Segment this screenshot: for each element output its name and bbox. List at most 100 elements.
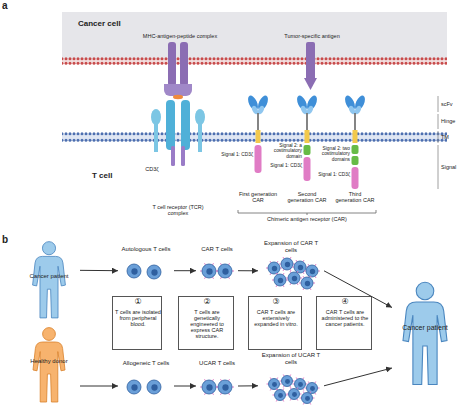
person-head bbox=[42, 242, 55, 255]
car-generation: Second generation CAR bbox=[287, 191, 327, 203]
cell-body bbox=[218, 380, 232, 394]
cell-nucleus bbox=[222, 384, 228, 390]
cell-body bbox=[202, 380, 216, 394]
cell-nucleus bbox=[305, 396, 310, 401]
t-cell bbox=[300, 392, 315, 405]
donor-figure: Healthy donor bbox=[18, 326, 80, 406]
t-cell bbox=[273, 389, 288, 402]
hinge bbox=[306, 113, 308, 131]
t-cell bbox=[200, 263, 218, 279]
tcr-chain bbox=[181, 100, 190, 150]
node-label: Cancer patient bbox=[392, 324, 458, 332]
t-cell bbox=[266, 261, 282, 275]
signal-name: Signal 1: CD3ζ bbox=[313, 172, 350, 177]
cell-body bbox=[274, 274, 286, 286]
cell-body bbox=[147, 265, 161, 279]
step-text: CAR T cells are extensively expanded in … bbox=[251, 309, 301, 327]
cd3-subunit bbox=[195, 109, 205, 125]
t-cell bbox=[127, 264, 141, 278]
tumor-antigen bbox=[306, 42, 315, 80]
antigen-peptide bbox=[173, 95, 183, 99]
cell-nucleus bbox=[222, 268, 228, 274]
cell-nucleus bbox=[285, 379, 290, 384]
cell-nucleus bbox=[278, 278, 283, 283]
cell-body bbox=[127, 264, 141, 278]
cancer-membrane bbox=[62, 57, 447, 65]
mhc-chain bbox=[180, 42, 188, 86]
cell-nucleus bbox=[305, 281, 310, 286]
t-cell bbox=[286, 271, 302, 285]
mhc-groove bbox=[164, 84, 192, 96]
region-bracket bbox=[438, 96, 439, 112]
cd3-subunit bbox=[198, 124, 202, 152]
car-generation: First generation CAR bbox=[238, 191, 278, 203]
cell-body bbox=[289, 389, 300, 400]
tumor-antigen-tip bbox=[304, 78, 317, 90]
signal-name: Signal 2: a costimulatory domain bbox=[265, 143, 302, 159]
flow-arrow bbox=[324, 368, 392, 386]
hinge bbox=[354, 113, 356, 131]
tcr-chain bbox=[166, 100, 175, 150]
cell-body bbox=[275, 390, 286, 401]
step-text: T cells are isolated from peripheral blo… bbox=[115, 309, 161, 327]
mhc-chain bbox=[168, 42, 176, 86]
flow-arrow bbox=[80, 270, 118, 271]
cell-body bbox=[306, 265, 318, 277]
cell-group: Autologous T cells bbox=[118, 246, 174, 284]
person-silhouette bbox=[18, 240, 80, 322]
cell-name: T cell bbox=[92, 172, 132, 181]
step-number: ③ bbox=[249, 298, 303, 307]
person-body bbox=[33, 342, 65, 402]
hinge bbox=[257, 113, 259, 131]
cd3-zeta-domain bbox=[352, 167, 359, 189]
region-name: Hinge bbox=[441, 118, 474, 124]
person-head bbox=[43, 328, 56, 341]
cell-body bbox=[218, 264, 232, 278]
person-silhouette bbox=[392, 280, 458, 390]
cell-nucleus bbox=[298, 265, 303, 270]
cell-body bbox=[269, 379, 280, 390]
person-head bbox=[416, 282, 434, 300]
node-label: CAR T cells bbox=[196, 246, 238, 253]
cell-body bbox=[127, 380, 141, 394]
cell-nucleus bbox=[151, 269, 157, 275]
cell-nucleus bbox=[278, 393, 283, 398]
person-body bbox=[403, 302, 447, 385]
part-name: T cell receptor (TCR) complex bbox=[148, 204, 208, 216]
t-cell bbox=[299, 276, 315, 290]
t-cell bbox=[267, 378, 282, 391]
step-box: ① T cells are isolated from peripheral bl… bbox=[112, 296, 162, 350]
cancer-cell-area bbox=[62, 12, 447, 62]
cd3-zeta bbox=[181, 146, 185, 166]
t-cell bbox=[304, 264, 320, 278]
car-generation: Third generation CAR bbox=[335, 191, 375, 203]
tm-domain bbox=[305, 130, 310, 143]
cell-nucleus bbox=[151, 384, 157, 390]
t-cell-membrane bbox=[62, 132, 447, 142]
flow-arrow bbox=[174, 386, 196, 387]
signal-name: Signal 2: two costimulatory domains bbox=[313, 146, 350, 162]
cd3-zeta-domain bbox=[255, 145, 262, 173]
t-cell bbox=[147, 380, 161, 394]
step-number: ① bbox=[113, 298, 163, 307]
tm-domain bbox=[353, 130, 358, 143]
step-box: ④CAR T cells are administered to the can… bbox=[316, 296, 372, 350]
t-cell bbox=[216, 379, 234, 395]
part-name: MHC-antigen-peptide complex bbox=[138, 33, 222, 39]
cell-body bbox=[202, 264, 216, 278]
flow-arrow bbox=[174, 270, 196, 271]
cell-group: Expansion of CAR T cells bbox=[258, 240, 324, 296]
node-label: UCAR T cells bbox=[196, 360, 238, 367]
part-name: Tumor-specific antigen bbox=[276, 33, 348, 39]
cell-nucleus bbox=[292, 276, 297, 281]
node-label: Expansion of CAR T cells bbox=[258, 240, 324, 253]
cell-body bbox=[295, 379, 306, 390]
signal-name: Signal 1: CD3ζ bbox=[218, 152, 253, 157]
cell-body bbox=[301, 277, 313, 289]
tm-domain bbox=[256, 130, 261, 143]
cell-body bbox=[268, 262, 280, 274]
cell-group: Expansion of UCAR T cells bbox=[258, 352, 324, 404]
region-bracket bbox=[438, 114, 439, 129]
group-bracket bbox=[238, 210, 376, 215]
